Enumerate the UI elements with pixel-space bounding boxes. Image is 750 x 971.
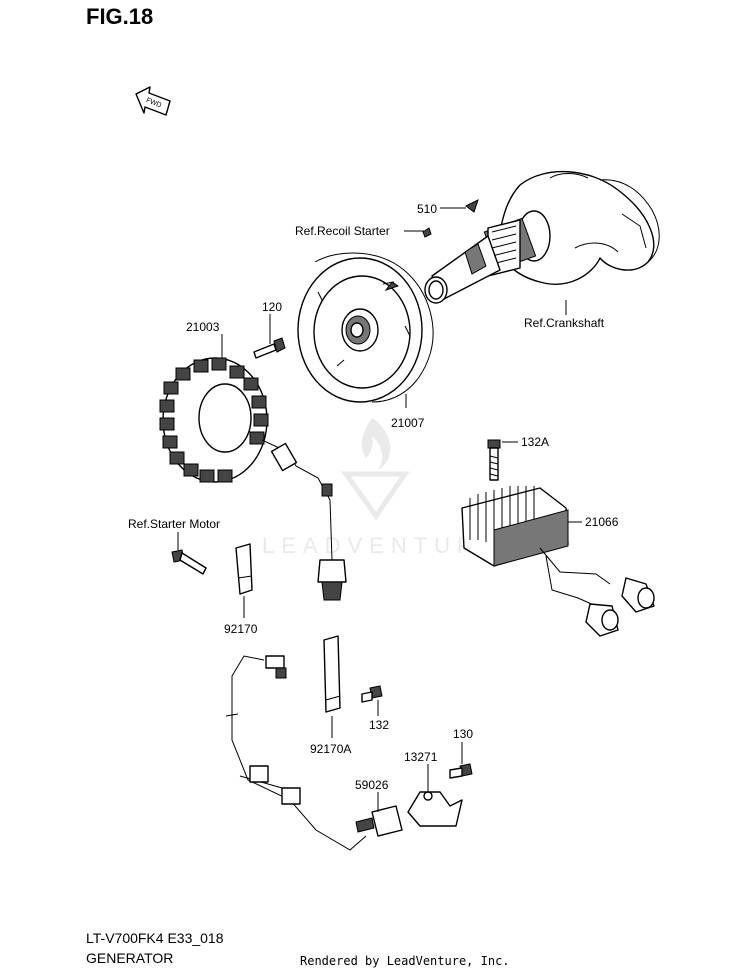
crankshaft-part [424, 170, 660, 304]
clamp-92170a-part [323, 635, 341, 713]
callout-21007: 21007 [391, 416, 425, 430]
bolt-132-part [361, 685, 383, 703]
bolt-132a-part [487, 439, 501, 481]
bracket-13271-part [407, 791, 463, 827]
callout-21066: 21066 [585, 515, 619, 529]
callout-132: 132 [369, 718, 389, 732]
regulator-rectifier-part [461, 486, 655, 637]
clamp-92170-part [235, 543, 253, 595]
fwd-arrow-icon: FWD [135, 86, 171, 116]
sensor-59026-part [355, 805, 403, 837]
wire-harness-part [225, 655, 367, 851]
callout-92170: 92170 [224, 622, 258, 636]
callout-starter-motor: Ref.Starter Motor [128, 517, 220, 531]
callout-59026: 59026 [355, 778, 389, 792]
callout-92170a: 92170A [310, 742, 351, 756]
watermark-logo: LEADVENTURE [262, 418, 502, 558]
recoil-starter-pin [422, 227, 432, 238]
stator-part [159, 357, 347, 601]
woodruff-key-part [465, 199, 479, 213]
callout-132a: 132A [521, 435, 549, 449]
starter-motor-bolt-part [171, 549, 207, 575]
callout-510: 510 [417, 202, 437, 216]
callout-crankshaft: Ref.Crankshaft [524, 316, 605, 330]
footer-rendered-by: Rendered by LeadVenture, Inc. [300, 954, 510, 968]
bolt-130-part [449, 763, 473, 779]
callout-21003: 21003 [186, 320, 220, 334]
callout-130: 130 [453, 727, 473, 741]
bolt-120-part [253, 337, 286, 359]
flywheel-part [297, 252, 434, 403]
footer-section-name: GENERATOR [86, 950, 174, 966]
figure-title: FIG.18 [86, 4, 154, 29]
callout-13271: 13271 [404, 750, 438, 764]
callout-recoil-starter: Ref.Recoil Starter [295, 224, 390, 238]
footer-model-code: LT-V700FK4 E33_018 [86, 930, 224, 946]
callout-120: 120 [262, 300, 282, 314]
watermark-text: LEADVENTURE [262, 533, 502, 558]
leader-lines [177, 207, 582, 812]
